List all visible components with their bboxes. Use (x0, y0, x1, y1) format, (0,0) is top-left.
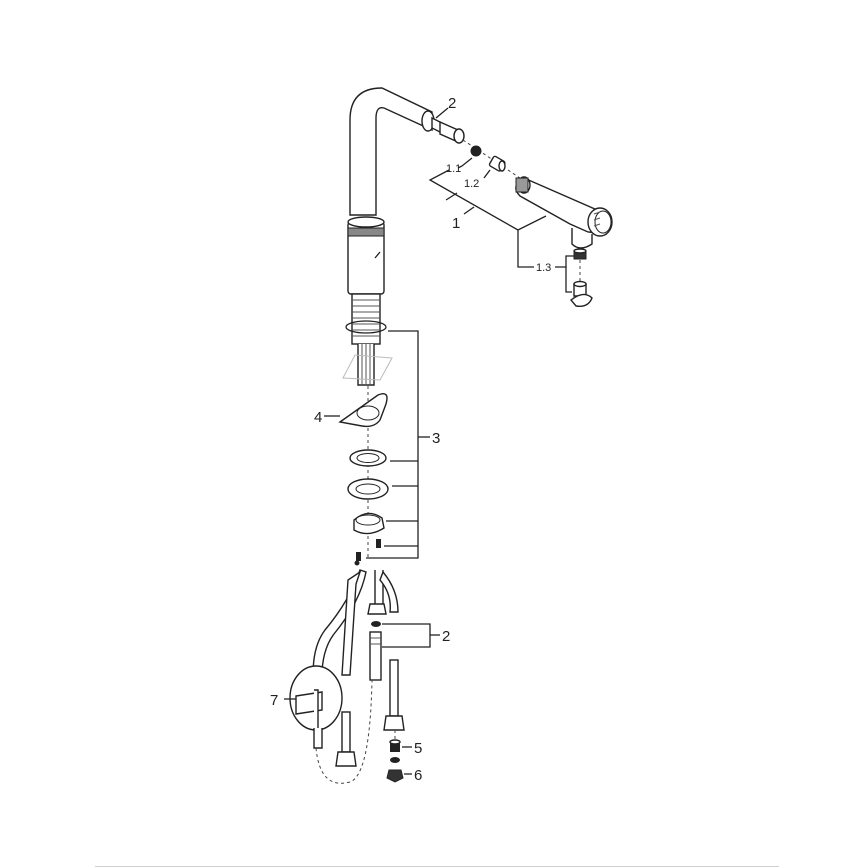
faucet-spout (342, 87, 435, 386)
clamp-ring (353, 512, 385, 535)
supply-line-right (383, 659, 405, 731)
callout-4: 4 (314, 409, 322, 426)
dot-icon (354, 560, 360, 566)
check-valve-part-5 (389, 739, 401, 752)
filter-part-1-1-icon (470, 145, 482, 157)
callout-2-bottom: 2 (442, 628, 450, 645)
bottom-divider (95, 866, 779, 867)
washer-large (347, 478, 389, 500)
aerator-part-1-3 (569, 248, 593, 308)
spray-head (515, 176, 613, 249)
hose-connector-top (431, 116, 465, 144)
callout-1: 1 (452, 215, 460, 232)
mounting-bracket-part-4 (338, 392, 388, 428)
nut-part-6 (386, 769, 404, 783)
callout-1-1: 1.1 (446, 163, 461, 175)
adapter-part-1-2 (488, 155, 506, 172)
screw-icon (356, 552, 361, 561)
seal-ring-icon (371, 621, 381, 627)
callout-1-3: 1.3 (536, 262, 551, 274)
washer-small (349, 449, 387, 467)
callout-3-bracket (324, 330, 430, 559)
washer-icon (390, 757, 400, 763)
callout-1-2: 1.2 (464, 178, 479, 190)
o-ring-icon (345, 320, 387, 334)
callout-7: 7 (270, 692, 278, 709)
callout-6: 6 (414, 767, 422, 784)
callout-2-bottom-bracket (382, 623, 440, 648)
screw-icon (376, 539, 381, 548)
callout-5: 5 (414, 740, 422, 757)
threaded-shank (351, 293, 381, 345)
callout-2-top: 2 (448, 95, 456, 112)
hose-adapter-part-2 (369, 631, 382, 681)
callout-leader-lines (428, 107, 574, 293)
hose-weight-part-7 (289, 665, 343, 749)
hose-nut (367, 603, 387, 615)
callout-3: 3 (432, 430, 440, 447)
supply-line-left (335, 711, 357, 767)
